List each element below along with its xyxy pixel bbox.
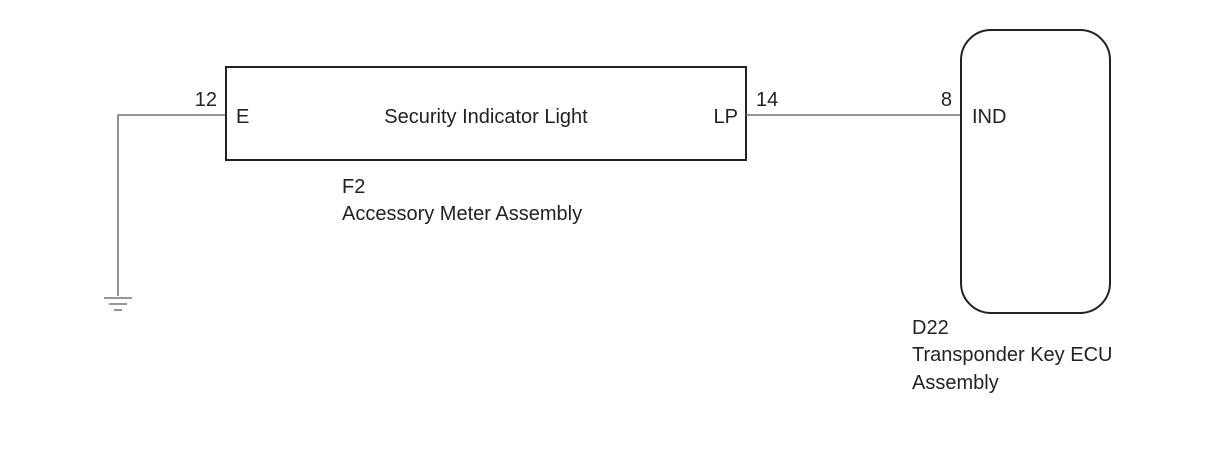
meter-code: F2 bbox=[342, 176, 365, 198]
ecu-pin-number: 8 bbox=[941, 89, 952, 111]
meter-pin-left-name: E bbox=[236, 106, 249, 128]
meter-pin-right-number: 14 bbox=[756, 89, 778, 111]
ground-wire bbox=[117, 114, 226, 296]
indicator-label: Security Indicator Light bbox=[384, 106, 588, 128]
meter-pin-left-number: 12 bbox=[195, 89, 217, 111]
ecu-name-line2: Assembly bbox=[912, 372, 999, 394]
meter-box bbox=[225, 66, 747, 161]
ecu-pin-name: IND bbox=[972, 106, 1006, 128]
ecu-name-line1: Transponder Key ECU bbox=[912, 344, 1112, 366]
ecu-code: D22 bbox=[912, 317, 949, 339]
ecu-box bbox=[960, 29, 1111, 314]
meter-pin-right-name: LP bbox=[714, 106, 738, 128]
meter-name: Accessory Meter Assembly bbox=[342, 203, 582, 225]
ground-icon bbox=[104, 297, 132, 311]
